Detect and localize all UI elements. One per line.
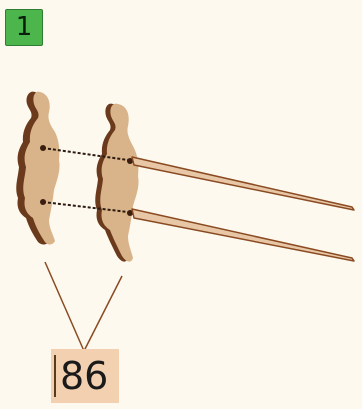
text-cursor: [54, 355, 56, 397]
joint-dot: [127, 158, 133, 164]
joint-dot: [127, 210, 133, 216]
spoke-lower: [131, 208, 355, 262]
pointer-line-right: [83, 275, 123, 352]
question-number-badge: 1: [5, 9, 43, 46]
answer-input[interactable]: 86: [51, 349, 119, 403]
connector-lower: [42, 201, 129, 213]
connector-upper: [42, 147, 129, 161]
figure-left: [23, 91, 60, 245]
spoke-upper: [131, 156, 355, 211]
figure-right: [100, 103, 139, 262]
answer-value: 86: [60, 354, 109, 398]
joint-dot: [40, 199, 46, 205]
joint-dot: [40, 145, 46, 151]
pointer-line-left: [44, 261, 85, 352]
